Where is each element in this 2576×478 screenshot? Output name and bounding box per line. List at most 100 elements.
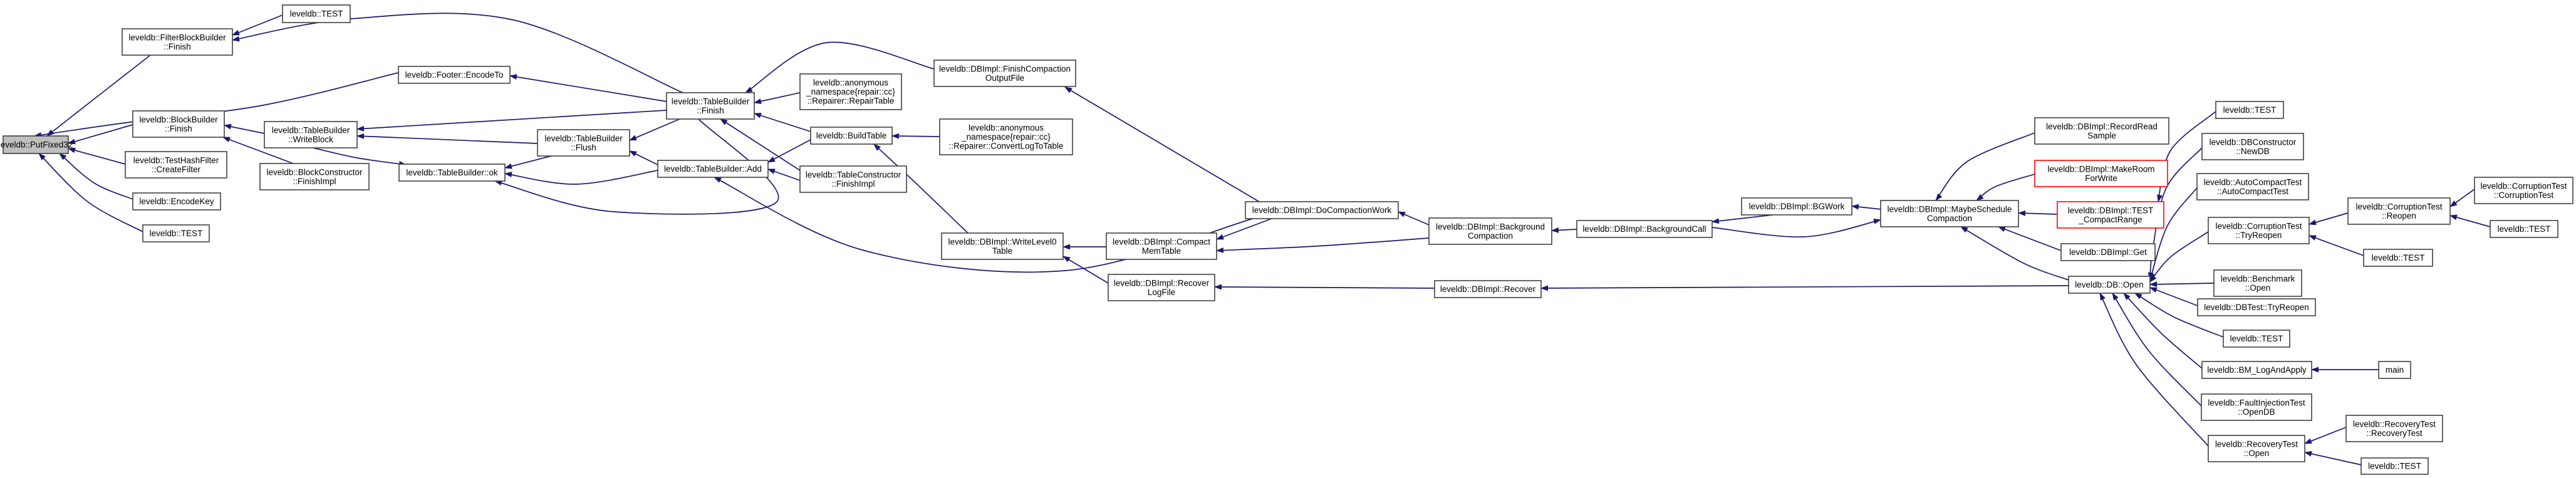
graph-node-rt_ctor[interactable]: leveldb::RecoveryTest::RecoveryTest	[2345, 415, 2443, 442]
graph-node-box-writelevel0[interactable]	[941, 232, 1064, 260]
graph-node-box-main[interactable]	[2378, 361, 2411, 379]
graph-node-box-ct_reopen[interactable]	[2347, 197, 2451, 225]
graph-node-autocompact[interactable]: leveldb::AutoCompactTest::AutoCompactTes…	[2196, 173, 2309, 200]
graph-node-dbtest_tryreopen[interactable]: leveldb::DBTest::TryReopen	[2197, 298, 2316, 316]
graph-node-box-footer_encodeto[interactable]	[398, 66, 511, 84]
graph-node-ct_ctor[interactable]: leveldb::CorruptionTest::CorruptionTest	[2474, 177, 2573, 204]
graph-node-box-ct_ctor[interactable]	[2474, 177, 2573, 204]
graph-node-get[interactable]: leveldb::DBImpl::Get	[2060, 243, 2156, 261]
graph-node-box-newdb[interactable]	[2201, 133, 2304, 160]
graph-node-box-recover[interactable]	[1434, 280, 1542, 298]
graph-node-box-maybeschedule[interactable]	[1880, 200, 2019, 227]
graph-node-bb_finish[interactable]: leveldb::BlockBuilder::Finish	[132, 110, 225, 138]
graph-node-box-test_tryreopen[interactable]	[2363, 249, 2433, 267]
graph-node-box-docompaction[interactable]	[1245, 201, 1399, 219]
graph-node-box-bgwork[interactable]	[1741, 197, 1852, 216]
graph-node-box-dbopen[interactable]	[2068, 276, 2151, 294]
graph-node-box-rt_ctor[interactable]	[2345, 415, 2443, 442]
graph-node-encodekey[interactable]: leveldb::EncodeKey	[132, 192, 221, 210]
graph-node-test_pf[interactable]: leveldb::TEST	[142, 224, 210, 242]
graph-node-box-tc_finishimpl[interactable]	[799, 165, 907, 193]
graph-node-tb_ok[interactable]: leveldb::TableBuilder::ok	[398, 164, 506, 182]
graph-node-footer_encodeto[interactable]: leveldb::Footer::EncodeTo	[398, 66, 511, 84]
graph-node-box-fbb_finish[interactable]	[122, 28, 233, 56]
graph-node-test_open1[interactable]: leveldb::TEST	[2223, 330, 2290, 348]
graph-node-box-recovery_open[interactable]	[2208, 435, 2305, 462]
graph-node-box-bc_finishimpl[interactable]	[259, 163, 370, 190]
graph-node-box-bench_open[interactable]	[2213, 269, 2302, 297]
graph-node-docompaction[interactable]: leveldb::DBImpl::DoCompactionWork	[1245, 201, 1399, 219]
graph-node-box-recoverlogfile[interactable]	[1108, 274, 1215, 301]
graph-node-box-fault_opendb[interactable]	[2201, 393, 2312, 421]
graph-node-test_reopen[interactable]: leveldb::TEST	[2490, 220, 2558, 238]
graph-node-box-test_compactrange[interactable]	[2057, 201, 2164, 229]
graph-node-main[interactable]: main	[2378, 361, 2411, 379]
graph-node-box-tb_finish[interactable]	[666, 92, 755, 120]
graph-node-ct_tryreopen[interactable]: leveldb::CorruptionTest::TryReopen	[2208, 217, 2310, 244]
graph-node-box-repairtable[interactable]	[799, 73, 902, 110]
graph-node-convertlog[interactable]: leveldb::anonymous_namespace{repair::cc}…	[939, 118, 1073, 155]
graph-node-box-bm_logandapply[interactable]	[2201, 361, 2312, 379]
graph-node-newdb[interactable]: leveldb::DBConstructor::NewDB	[2201, 133, 2304, 160]
graph-node-putfixed32[interactable]: leveldb::PutFixed32	[0, 135, 73, 154]
graph-node-box-autocompact[interactable]	[2196, 173, 2309, 200]
graph-node-box-test_tcr[interactable]	[2215, 101, 2284, 119]
graph-node-thf_createfilter[interactable]: leveldb::TestHashFilter::CreateFilter	[125, 151, 227, 179]
graph-node-bc_finishimpl[interactable]: leveldb::BlockConstructor::FinishImpl	[259, 163, 370, 190]
graph-node-ct_reopen[interactable]: leveldb::CorruptionTest::Reopen	[2347, 197, 2451, 225]
graph-node-tb_finish[interactable]: leveldb::TableBuilder::Finish	[666, 92, 755, 120]
graph-node-bgwork[interactable]: leveldb::DBImpl::BGWork	[1741, 197, 1852, 216]
graph-node-test_rt[interactable]: leveldb::TEST	[2360, 457, 2429, 475]
graph-node-fbb_finish[interactable]: leveldb::FilterBlockBuilder::Finish	[122, 28, 233, 56]
graph-node-box-test_pf[interactable]	[142, 224, 210, 242]
graph-node-bm_logandapply[interactable]: leveldb::BM_LogAndApply	[2201, 361, 2312, 379]
graph-node-tb_add[interactable]: leveldb::TableBuilder::Add	[657, 160, 769, 178]
graph-node-box-putfixed32[interactable]	[3, 135, 69, 154]
graph-node-bgcall[interactable]: leveldb::DBImpl::BackgroundCall	[1576, 220, 1713, 238]
graph-node-box-test_reopen[interactable]	[2490, 220, 2558, 238]
graph-node-box-recordread[interactable]	[2034, 117, 2169, 145]
graph-node-box-finishcompaction[interactable]	[933, 60, 1076, 87]
graph-node-bench_open[interactable]: leveldb::Benchmark::Open	[2213, 269, 2302, 297]
graph-node-box-thf_createfilter[interactable]	[125, 151, 227, 179]
graph-node-repairtable[interactable]: leveldb::anonymous_namespace{repair::cc}…	[799, 73, 902, 110]
graph-node-test_fbb[interactable]: leveldb::TEST	[282, 4, 351, 23]
graph-node-test_tryreopen[interactable]: leveldb::TEST	[2363, 249, 2433, 267]
graph-node-box-makeroom[interactable]	[2034, 160, 2168, 187]
graph-node-tb_flush[interactable]: leveldb::TableBuilder::Flush	[537, 129, 630, 157]
graph-node-buildtable[interactable]: leveldb::BuildTable	[810, 127, 893, 145]
graph-node-box-get[interactable]	[2060, 243, 2156, 261]
graph-node-box-buildtable[interactable]	[810, 127, 893, 145]
graph-node-test_tcr[interactable]: leveldb::TEST	[2215, 101, 2284, 119]
graph-node-test_compactrange[interactable]: leveldb::DBImpl::TEST_CompactRange	[2057, 201, 2164, 229]
graph-node-box-test_rt[interactable]	[2360, 457, 2429, 475]
graph-node-box-dbtest_tryreopen[interactable]	[2197, 298, 2316, 316]
graph-node-box-test_open1[interactable]	[2223, 330, 2290, 348]
graph-node-recover[interactable]: leveldb::DBImpl::Recover	[1434, 280, 1542, 298]
graph-node-box-tb_ok[interactable]	[398, 164, 506, 182]
graph-node-box-convertlog[interactable]	[939, 118, 1073, 155]
graph-node-box-encodekey[interactable]	[132, 192, 221, 210]
graph-node-fault_opendb[interactable]: leveldb::FaultInjectionTest::OpenDB	[2201, 393, 2312, 421]
graph-node-dbopen[interactable]: leveldb::DB::Open	[2068, 276, 2151, 294]
graph-node-box-bgcompaction[interactable]	[1428, 217, 1552, 245]
graph-node-box-test_fbb[interactable]	[282, 4, 351, 23]
graph-node-box-tb_writeblock[interactable]	[264, 121, 358, 148]
graph-node-box-tb_flush[interactable]	[537, 129, 630, 157]
graph-node-box-tb_add[interactable]	[657, 160, 769, 178]
graph-node-tb_writeblock[interactable]: leveldb::TableBuilder::WriteBlock	[264, 121, 358, 148]
graph-node-box-ct_tryreopen[interactable]	[2208, 217, 2310, 244]
graph-node-box-bb_finish[interactable]	[132, 110, 225, 138]
graph-node-box-compactmem[interactable]	[1106, 232, 1217, 260]
graph-node-box-bgcall[interactable]	[1576, 220, 1713, 238]
graph-node-recovery_open[interactable]: leveldb::RecoveryTest::Open	[2208, 435, 2305, 462]
graph-node-tc_finishimpl[interactable]: leveldb::TableConstructor::FinishImpl	[799, 165, 907, 193]
